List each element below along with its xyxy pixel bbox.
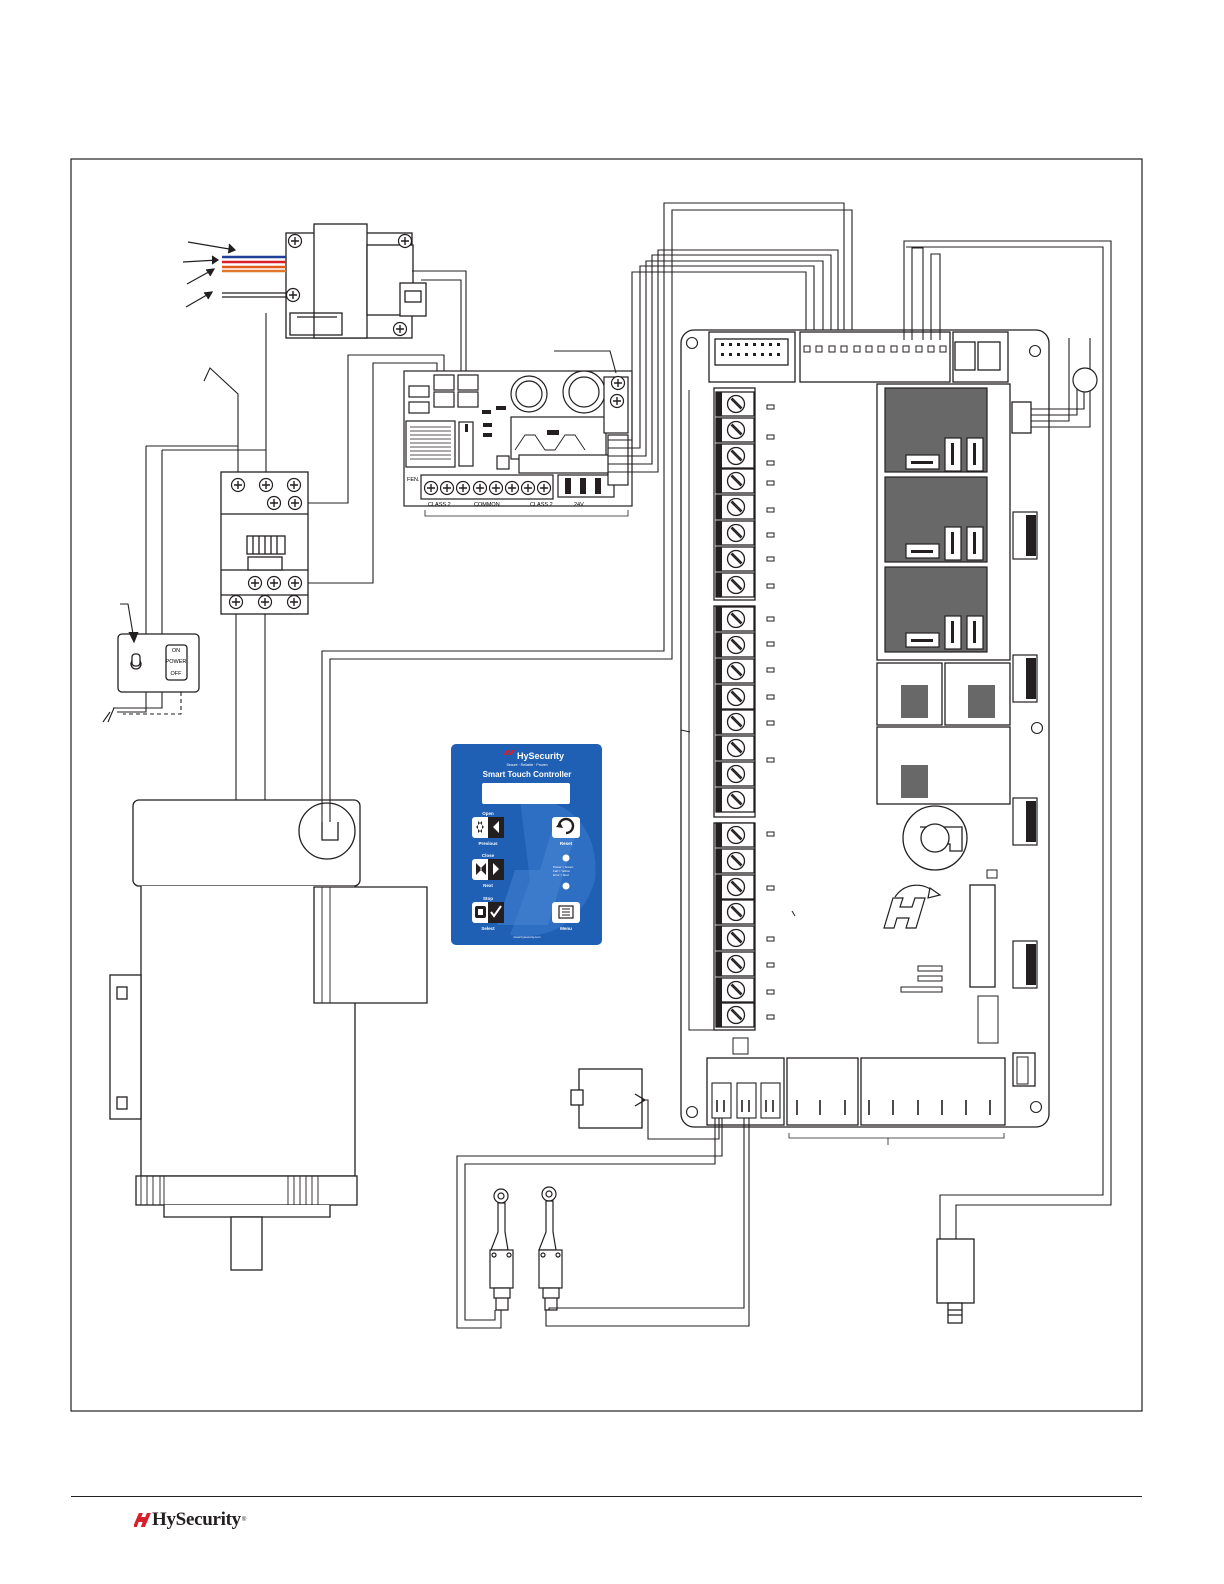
transformer: [286, 224, 426, 338]
stc-reset-label: Reset: [560, 841, 573, 846]
stc-tagline: Secure · Reliable · Proven: [506, 763, 547, 767]
stc-menu-label: Menu: [560, 926, 572, 931]
motor: [110, 800, 427, 1270]
contactor: [221, 472, 308, 614]
stc-select-label: Select: [481, 926, 495, 931]
footer-rule: [71, 1496, 1142, 1497]
switch-on-label: ON: [172, 648, 180, 654]
stc-close-label: Close: [482, 853, 495, 858]
psu-class2-right: CLASS 2: [530, 502, 553, 508]
switch-off-label: OFF: [171, 671, 183, 677]
psu-common-label: COMMON: [474, 502, 500, 508]
stc-previous-label: Previous: [478, 841, 498, 846]
stc-open-label: Open: [482, 811, 494, 816]
footer-logo-text: HySecurity: [152, 1509, 241, 1531]
stc-status-3: Error = Red: [553, 873, 569, 877]
stc-next-label: Next: [483, 883, 493, 888]
stc-title: Smart Touch Controller: [483, 770, 572, 779]
footer-logo: HySecurity®: [134, 1506, 246, 1534]
terminal-block-2: [716, 607, 754, 812]
supply-wires: [222, 257, 286, 297]
stc-brand: HySecurity: [517, 751, 564, 761]
power-switch: [118, 634, 199, 692]
terminal-block-1: [716, 392, 754, 597]
stc-website: www.hysecurity.com: [514, 935, 541, 939]
photo-eye-sensor: [937, 1239, 974, 1323]
footer-logo-tm: ®: [242, 1517, 246, 1523]
hysecurity-logo-icon: [134, 1512, 152, 1528]
temperature-sensor: [1073, 368, 1097, 392]
limit-switch-left: [490, 1189, 513, 1310]
limit-switch-right: [539, 1187, 562, 1310]
psu-24v-label: 24V: [574, 502, 584, 508]
psu-fen-label: FEN.: [407, 477, 420, 483]
power-supply-board: [404, 371, 632, 516]
battery-holder: [903, 806, 967, 870]
psu-class2-left: CLASS 2: [428, 502, 451, 508]
switch-power-label: POWER: [166, 659, 187, 665]
stc-stop-label: Stop: [483, 896, 493, 901]
